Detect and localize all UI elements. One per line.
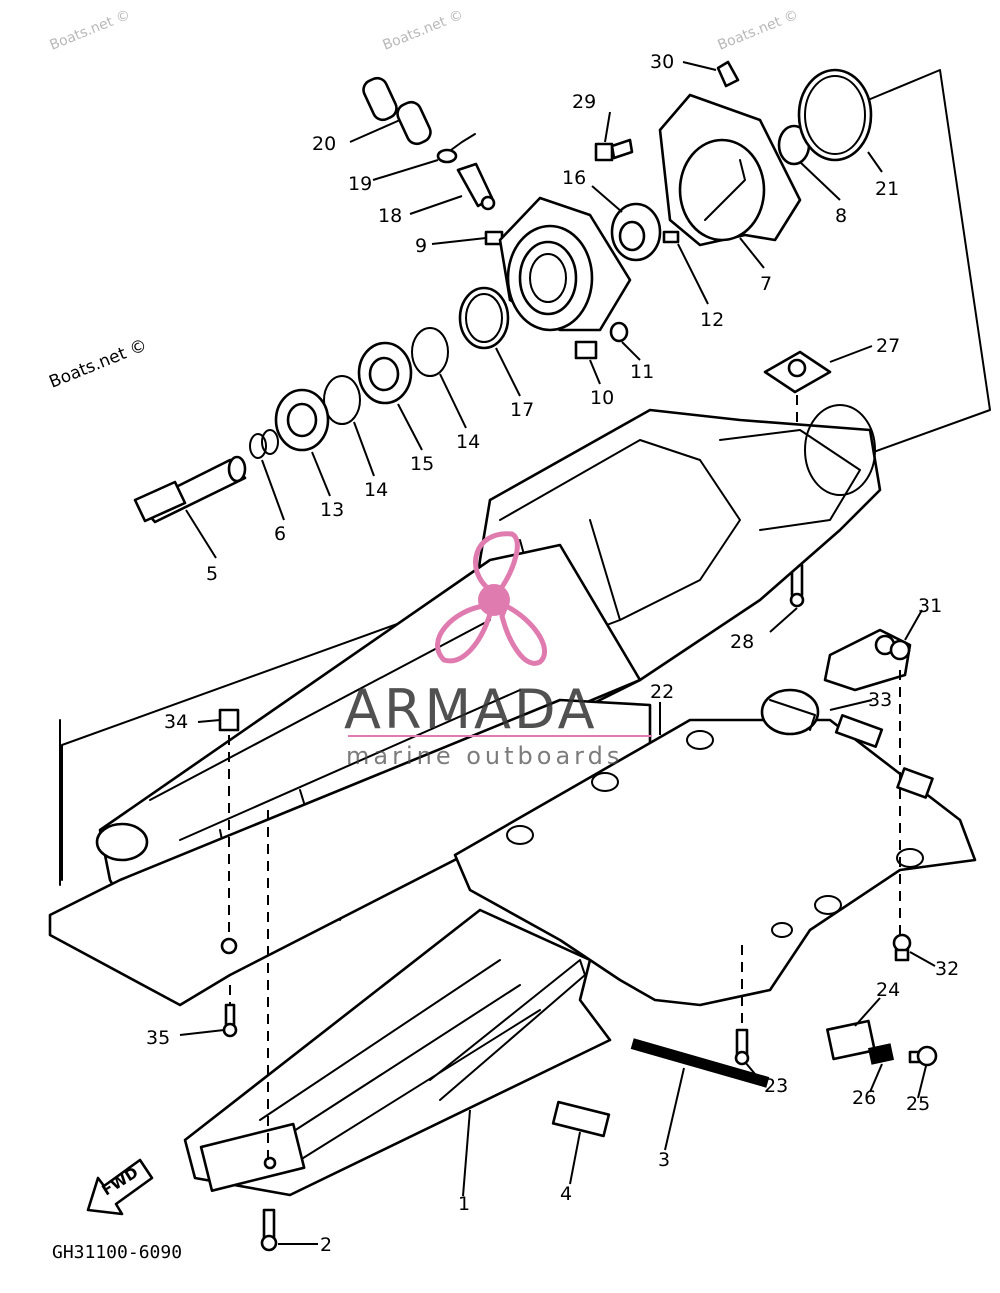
callout-34: 34 [164, 711, 188, 733]
callout-13: 13 [320, 499, 344, 521]
part-2-bolt [260, 810, 278, 1252]
part-31-bracket [823, 628, 912, 692]
callout-labels: 20 19 18 9 29 16 30 21 8 7 12 11 10 17 1… [146, 51, 959, 1256]
callout-18: 18 [378, 205, 402, 227]
frame-outline [61, 69, 991, 881]
part-30-plate [716, 60, 740, 88]
fwd-arrow: FWD [86, 1158, 154, 1216]
part-12-pin [662, 230, 680, 244]
part-4-strip [551, 1100, 611, 1138]
part-19-clip [436, 133, 476, 164]
part-1-intake-grate [183, 908, 612, 1197]
part-25-bolt [908, 1045, 938, 1067]
callout-22: 22 [650, 681, 674, 703]
part-14-snapring-lower [323, 375, 361, 425]
callout-14a: 14 [456, 431, 480, 453]
part-11-washer [609, 321, 629, 343]
brand-tagline: marine outboards [346, 742, 623, 770]
callout-11: 11 [630, 361, 654, 383]
part-10-bolt [574, 340, 598, 360]
callout-19: 19 [348, 173, 372, 195]
callout-25: 25 [906, 1093, 930, 1115]
callout-29: 29 [572, 91, 596, 113]
callout-14b: 14 [364, 479, 388, 501]
part-17-ring [458, 286, 510, 350]
part-26-plate [867, 1043, 895, 1065]
callout-21: 21 [875, 178, 899, 200]
part-32-bolt [892, 933, 912, 962]
callout-33: 33 [868, 689, 892, 711]
part-27-plate [763, 350, 832, 394]
callout-1: 1 [458, 1193, 470, 1215]
part-34-bolt [218, 708, 240, 955]
part-29-bolt [594, 138, 634, 162]
callout-24: 24 [876, 979, 900, 1001]
callout-5: 5 [206, 563, 218, 585]
part-33-pin [834, 714, 884, 748]
part-14-snapring-upper [411, 327, 449, 377]
part-21-seal [797, 68, 873, 162]
callout-32: 32 [935, 958, 959, 980]
watermark-top-mid: Boats.net © [381, 7, 466, 54]
brand-name: ARMADA [344, 678, 598, 741]
callout-6: 6 [274, 523, 286, 545]
callout-12: 12 [700, 309, 724, 331]
callout-7: 7 [760, 273, 772, 295]
diagram-code: GH31100-6090 [52, 1242, 182, 1263]
bearing-housing [498, 196, 632, 332]
part-20-sleeve [362, 76, 432, 146]
watermark-top-right: Boats.net © [716, 7, 801, 54]
connector [760, 688, 820, 736]
callout-31: 31 [918, 595, 942, 617]
part-3-long-strip [630, 1038, 770, 1088]
part-18-nipple [456, 162, 496, 211]
callout-4: 4 [560, 1183, 572, 1205]
callout-28: 28 [730, 631, 754, 653]
callout-8: 8 [835, 205, 847, 227]
watermark-top-left: Boats.net © [48, 7, 133, 54]
part-13-bearing [274, 388, 330, 452]
part-6-orings [249, 429, 279, 459]
callout-16: 16 [562, 167, 586, 189]
callout-2: 2 [320, 1234, 332, 1256]
callout-23: 23 [764, 1075, 788, 1097]
part-24-block [826, 1019, 876, 1061]
callout-17: 17 [510, 399, 534, 421]
callout-9: 9 [415, 235, 427, 257]
part-15-bearing [357, 341, 413, 405]
callout-10: 10 [590, 387, 614, 409]
part-16-bearing [610, 202, 662, 262]
armada-logo: ARMADA marine outboards [344, 531, 652, 770]
callout-15: 15 [410, 453, 434, 475]
watermark-left: Boats.net © [46, 335, 150, 392]
part-7-cover [658, 93, 802, 247]
callout-20: 20 [312, 133, 336, 155]
part-5-shaft [133, 455, 247, 524]
leader-lines [179, 61, 936, 1245]
callout-30: 30 [650, 51, 674, 73]
propeller-icon [435, 531, 548, 666]
callout-3: 3 [658, 1149, 670, 1171]
callout-35: 35 [146, 1027, 170, 1049]
part-23-bolt [734, 945, 750, 1066]
callout-26: 26 [852, 1087, 876, 1109]
callout-27: 27 [876, 335, 900, 357]
part-35-bolt [222, 985, 238, 1038]
